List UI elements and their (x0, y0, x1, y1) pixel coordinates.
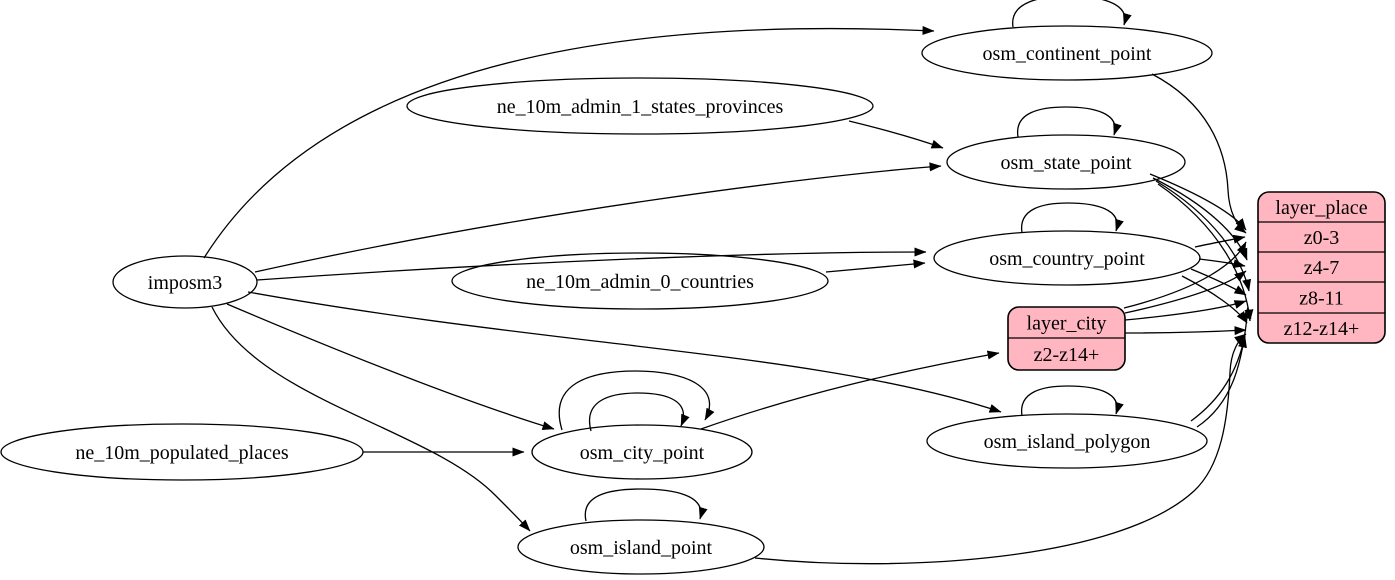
osm_island_polygon-ellipse (926, 413, 1208, 469)
osm_island_point-ellipse (517, 519, 765, 575)
edge-osm_island_point-layer_place-z12-z14+ (754, 333, 1247, 565)
layer_place-row-label: z0-3 (1304, 227, 1340, 249)
imposm3-ellipse (112, 255, 258, 309)
edge-osm_state_point-layer_place-z8-11 (1155, 180, 1252, 292)
layer_place-row-label: z8-11 (1299, 288, 1344, 310)
layer_place-row-label: z4-7 (1304, 257, 1340, 279)
edge-osm_state_point-layer_place-z4-7 (1152, 177, 1248, 261)
node-osm_island_point: osm_island_point (517, 519, 765, 575)
node-ne_10m_populated_places: ne_10m_populated_places (0, 423, 364, 481)
edge-osm_continent_point-layer_place-z0-3 (1151, 73, 1247, 234)
edge-osm_country_point-layer_place-z12-z14+ (1181, 275, 1248, 324)
imposm3-label: imposm3 (148, 272, 222, 294)
edge-osm_country_point-osm_country_point (1021, 202, 1124, 234)
edge-osm_island_polygon-layer_place-z8-11 (1196, 306, 1252, 428)
osm_continent_point-ellipse (921, 25, 1213, 81)
node-osm_state_point: osm_state_point (946, 134, 1186, 190)
edge-imposm3-osm_country_point (256, 247, 927, 281)
edge-osm_state_point-osm_state_point (1017, 106, 1122, 138)
edge-osm_continent_point-osm_continent_point (1012, 0, 1132, 28)
layer_city-row-label: z2-z14+ (1034, 344, 1100, 366)
ne_10m_admin_0_countries-label: ne_10m_admin_0_countries (526, 271, 754, 293)
osm_country_point-label: osm_country_point (989, 248, 1145, 270)
edge-osm_island_polygon-osm_island_polygon (1021, 385, 1124, 417)
node-osm_island_polygon: osm_island_polygon (926, 413, 1208, 469)
edge-imposm3-osm_city_point (226, 303, 555, 430)
ne_10m_admin_0_countries-ellipse (451, 252, 829, 310)
edge-ne_10m_admin_0_countries-osm_country_point (825, 259, 926, 273)
edge-imposm3-osm_state_point (254, 162, 942, 273)
node-imposm3: imposm3 (112, 255, 258, 309)
edge-osm_state_point-layer_place-z0-3 (1149, 173, 1247, 231)
edge-layer_city-layer_place-z8-11 (1124, 300, 1247, 321)
edge-osm_island_polygon-layer_place-z12-z14+ (1190, 335, 1247, 422)
edge-imposm3-osm_continent_point (203, 25, 935, 259)
edge-osm_city_point-osm_city_point (588, 392, 690, 432)
edge-osm_island_point-osm_island_point (584, 488, 708, 522)
edge-osm_city_point-layer_city (700, 350, 1000, 430)
edge-imposm3-osm_island_polygon (247, 291, 1002, 413)
node-osm_city_point: osm_city_point (531, 424, 753, 480)
osm_state_point-ellipse (946, 134, 1186, 190)
node-ne_10m_admin_0_countries: ne_10m_admin_0_countries (451, 252, 829, 310)
edge-layer_city-layer_place-z12-z14+ (1124, 326, 1247, 336)
node-layer_city: layer_city z2-z14+ (1007, 306, 1126, 371)
ne_10m_admin_1_states_provinces-label: ne_10m_admin_1_states_provinces (497, 96, 784, 118)
layer_place-box (1257, 191, 1386, 344)
node-osm_country_point: osm_country_point (933, 230, 1201, 286)
edge-osm_state_point-layer_place-z12-z14+ (1157, 183, 1254, 322)
osm_island_point-label: osm_island_point (570, 537, 713, 559)
node-osm_continent_point: osm_continent_point (921, 25, 1213, 81)
edge-imposm3-osm_island_point (211, 306, 531, 532)
edge-osm_country_point-layer_place-z8-11 (1190, 268, 1247, 296)
osm_state_point-label: osm_state_point (1000, 152, 1132, 174)
ne_10m_populated_places-label: ne_10m_populated_places (75, 442, 288, 464)
osm_continent_point-label: osm_continent_point (983, 43, 1152, 65)
layer_city-row-label: layer_city (1027, 313, 1107, 335)
osm_city_point-label: osm_city_point (580, 442, 705, 464)
osm_island_polygon-label: osm_island_polygon (984, 431, 1151, 453)
node-layer_place: layer_place z0-3 z4-7 z8-11 z12-z14+ (1257, 191, 1386, 344)
edge-osm_country_point-layer_place-z0-3 (1194, 234, 1246, 248)
osm_country_point-ellipse (933, 230, 1201, 286)
ne_10m_admin_1_states_provinces-ellipse (406, 77, 874, 135)
layer_place-row-label: z12-z14+ (1284, 318, 1360, 340)
edge-osm_country_point-layer_place-z4-7 (1198, 258, 1246, 268)
osm_city_point-ellipse (531, 424, 753, 480)
edge-ne_10m_admin_1_states_provinces-osm_state_point (848, 120, 944, 149)
layer_place-row-label: layer_place (1275, 197, 1367, 219)
node-ne_10m_admin_1_states_provinces: ne_10m_admin_1_states_provinces (406, 77, 874, 135)
edge-osm_city_point-osm_city_point (558, 370, 715, 431)
